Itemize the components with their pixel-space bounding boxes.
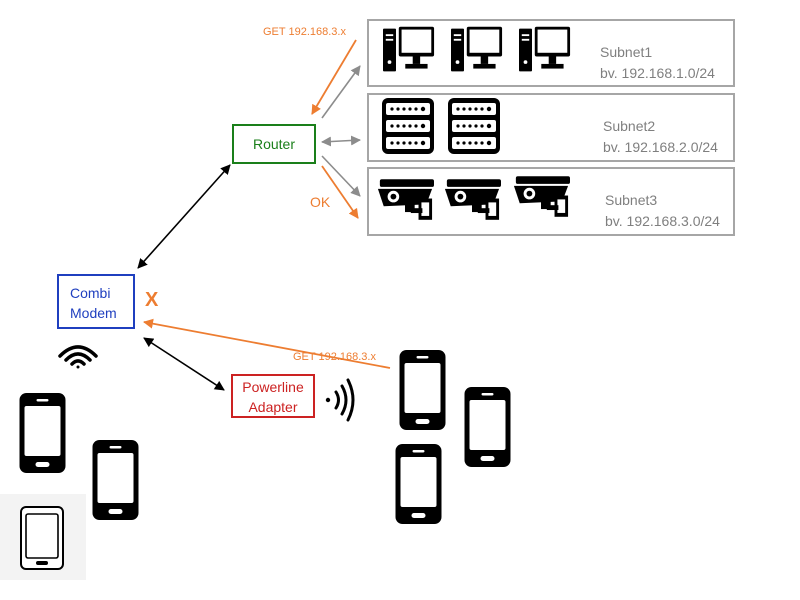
powerline-adapter-node: Powerline Adapter	[231, 374, 315, 418]
subnet1-name: Subnet1	[600, 44, 653, 60]
subnet2-range: bv. 192.168.2.0/24	[603, 139, 718, 155]
combi-modem-label-line2: Modem	[70, 305, 117, 321]
powerline-adapter-label-line2: Adapter	[248, 399, 298, 415]
get-request-bottom-label: GET 192.168.3.x	[293, 351, 376, 363]
smartphone-icon	[19, 393, 66, 473]
desktop-computer-icon	[451, 26, 503, 72]
ok-response-label: OK	[310, 194, 331, 210]
router-node: Router	[232, 124, 316, 164]
router-label: Router	[252, 136, 296, 152]
combi-modem-node: Combi Modem	[57, 274, 135, 329]
powerline-adapter-label-line1: Powerline	[242, 379, 304, 395]
subnet3-range: bv. 192.168.3.0/24	[605, 213, 720, 229]
smartphone-icon	[399, 350, 446, 430]
server-rack-icon	[448, 98, 500, 154]
wifi-icon	[325, 378, 355, 422]
get-request-top-label: GET 192.168.3.x	[263, 26, 346, 38]
router-modem-link	[137, 164, 231, 269]
server-rack-icon	[382, 98, 434, 154]
subnet2-name: Subnet2	[603, 118, 656, 134]
router-subnet2-link	[321, 135, 361, 147]
smartphone-icon	[395, 444, 442, 524]
request-arrow-to-router	[311, 39, 357, 115]
wifi-icon	[58, 345, 98, 369]
smartphone-icon	[92, 440, 139, 520]
router-subnet3-link	[321, 155, 361, 197]
desktop-computer-icon	[519, 26, 571, 72]
request-arrow-to-modem	[143, 318, 391, 369]
combi-modem-label-line1: Combi	[70, 285, 111, 301]
fail-mark: X	[145, 289, 159, 311]
smartphone-icon	[464, 387, 511, 467]
router-subnet1-link	[321, 65, 361, 119]
tablet-icon	[20, 506, 64, 570]
ok-arrow-to-subnet3	[321, 165, 359, 219]
subnet1-range: bv. 192.168.1.0/24	[600, 65, 715, 81]
desktop-computer-icon	[383, 26, 435, 72]
subnet3-name: Subnet3	[605, 192, 658, 208]
modem-powerline-link	[143, 337, 225, 391]
